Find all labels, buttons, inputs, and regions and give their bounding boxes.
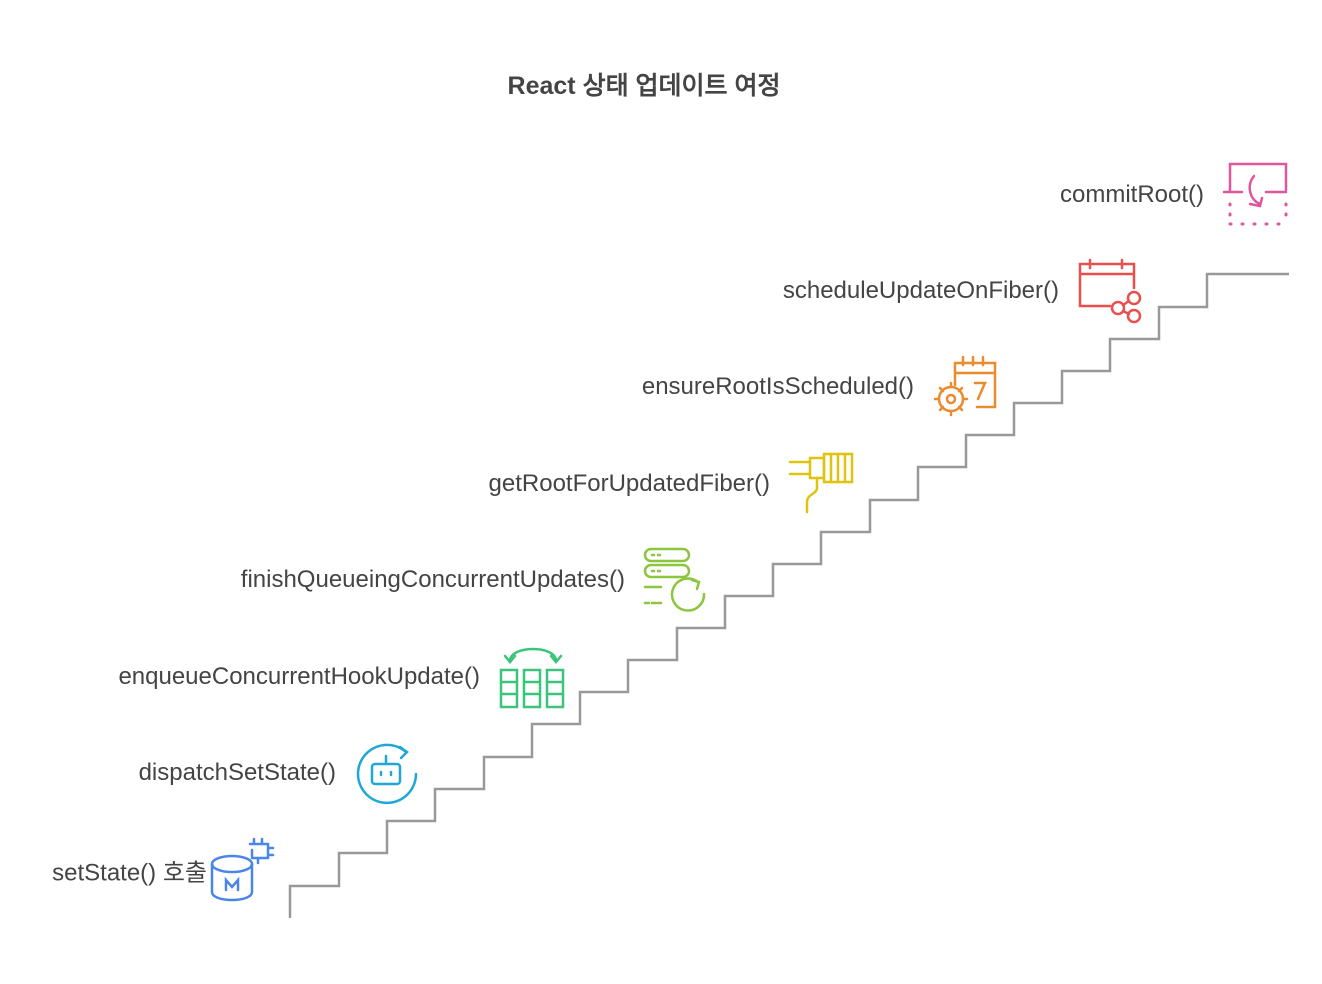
step-label-enqueue: enqueueConcurrentHookUpdate() <box>118 663 480 690</box>
calendar-share-icon <box>1078 258 1142 324</box>
diagram-title: React 상태 업데이트 여정 <box>507 72 781 100</box>
step-label-scheduleupdate: scheduleUpdateOnFiber() <box>782 277 1059 304</box>
robot-refresh-icon <box>356 743 418 805</box>
step-label-dispatchsetstate: dispatchSetState() <box>138 759 336 786</box>
step-label-getroot: getRootForUpdatedFiber() <box>488 470 770 497</box>
cable-plug-icon <box>788 452 854 514</box>
step-label-commitroot: commitRoot() <box>1059 181 1204 208</box>
step-label-setstate: setState() 호출 <box>52 859 207 887</box>
database-chip-icon <box>210 837 275 902</box>
calendar-gear-icon <box>933 355 997 417</box>
step-label-ensureroot: ensureRootIsScheduled() <box>641 373 914 400</box>
server-refresh-icon <box>643 547 706 612</box>
commit-flip-icon <box>1222 162 1288 226</box>
columns-swap-icon <box>499 647 565 709</box>
step-label-finishqueueing: finishQueueingConcurrentUpdates() <box>240 566 625 593</box>
